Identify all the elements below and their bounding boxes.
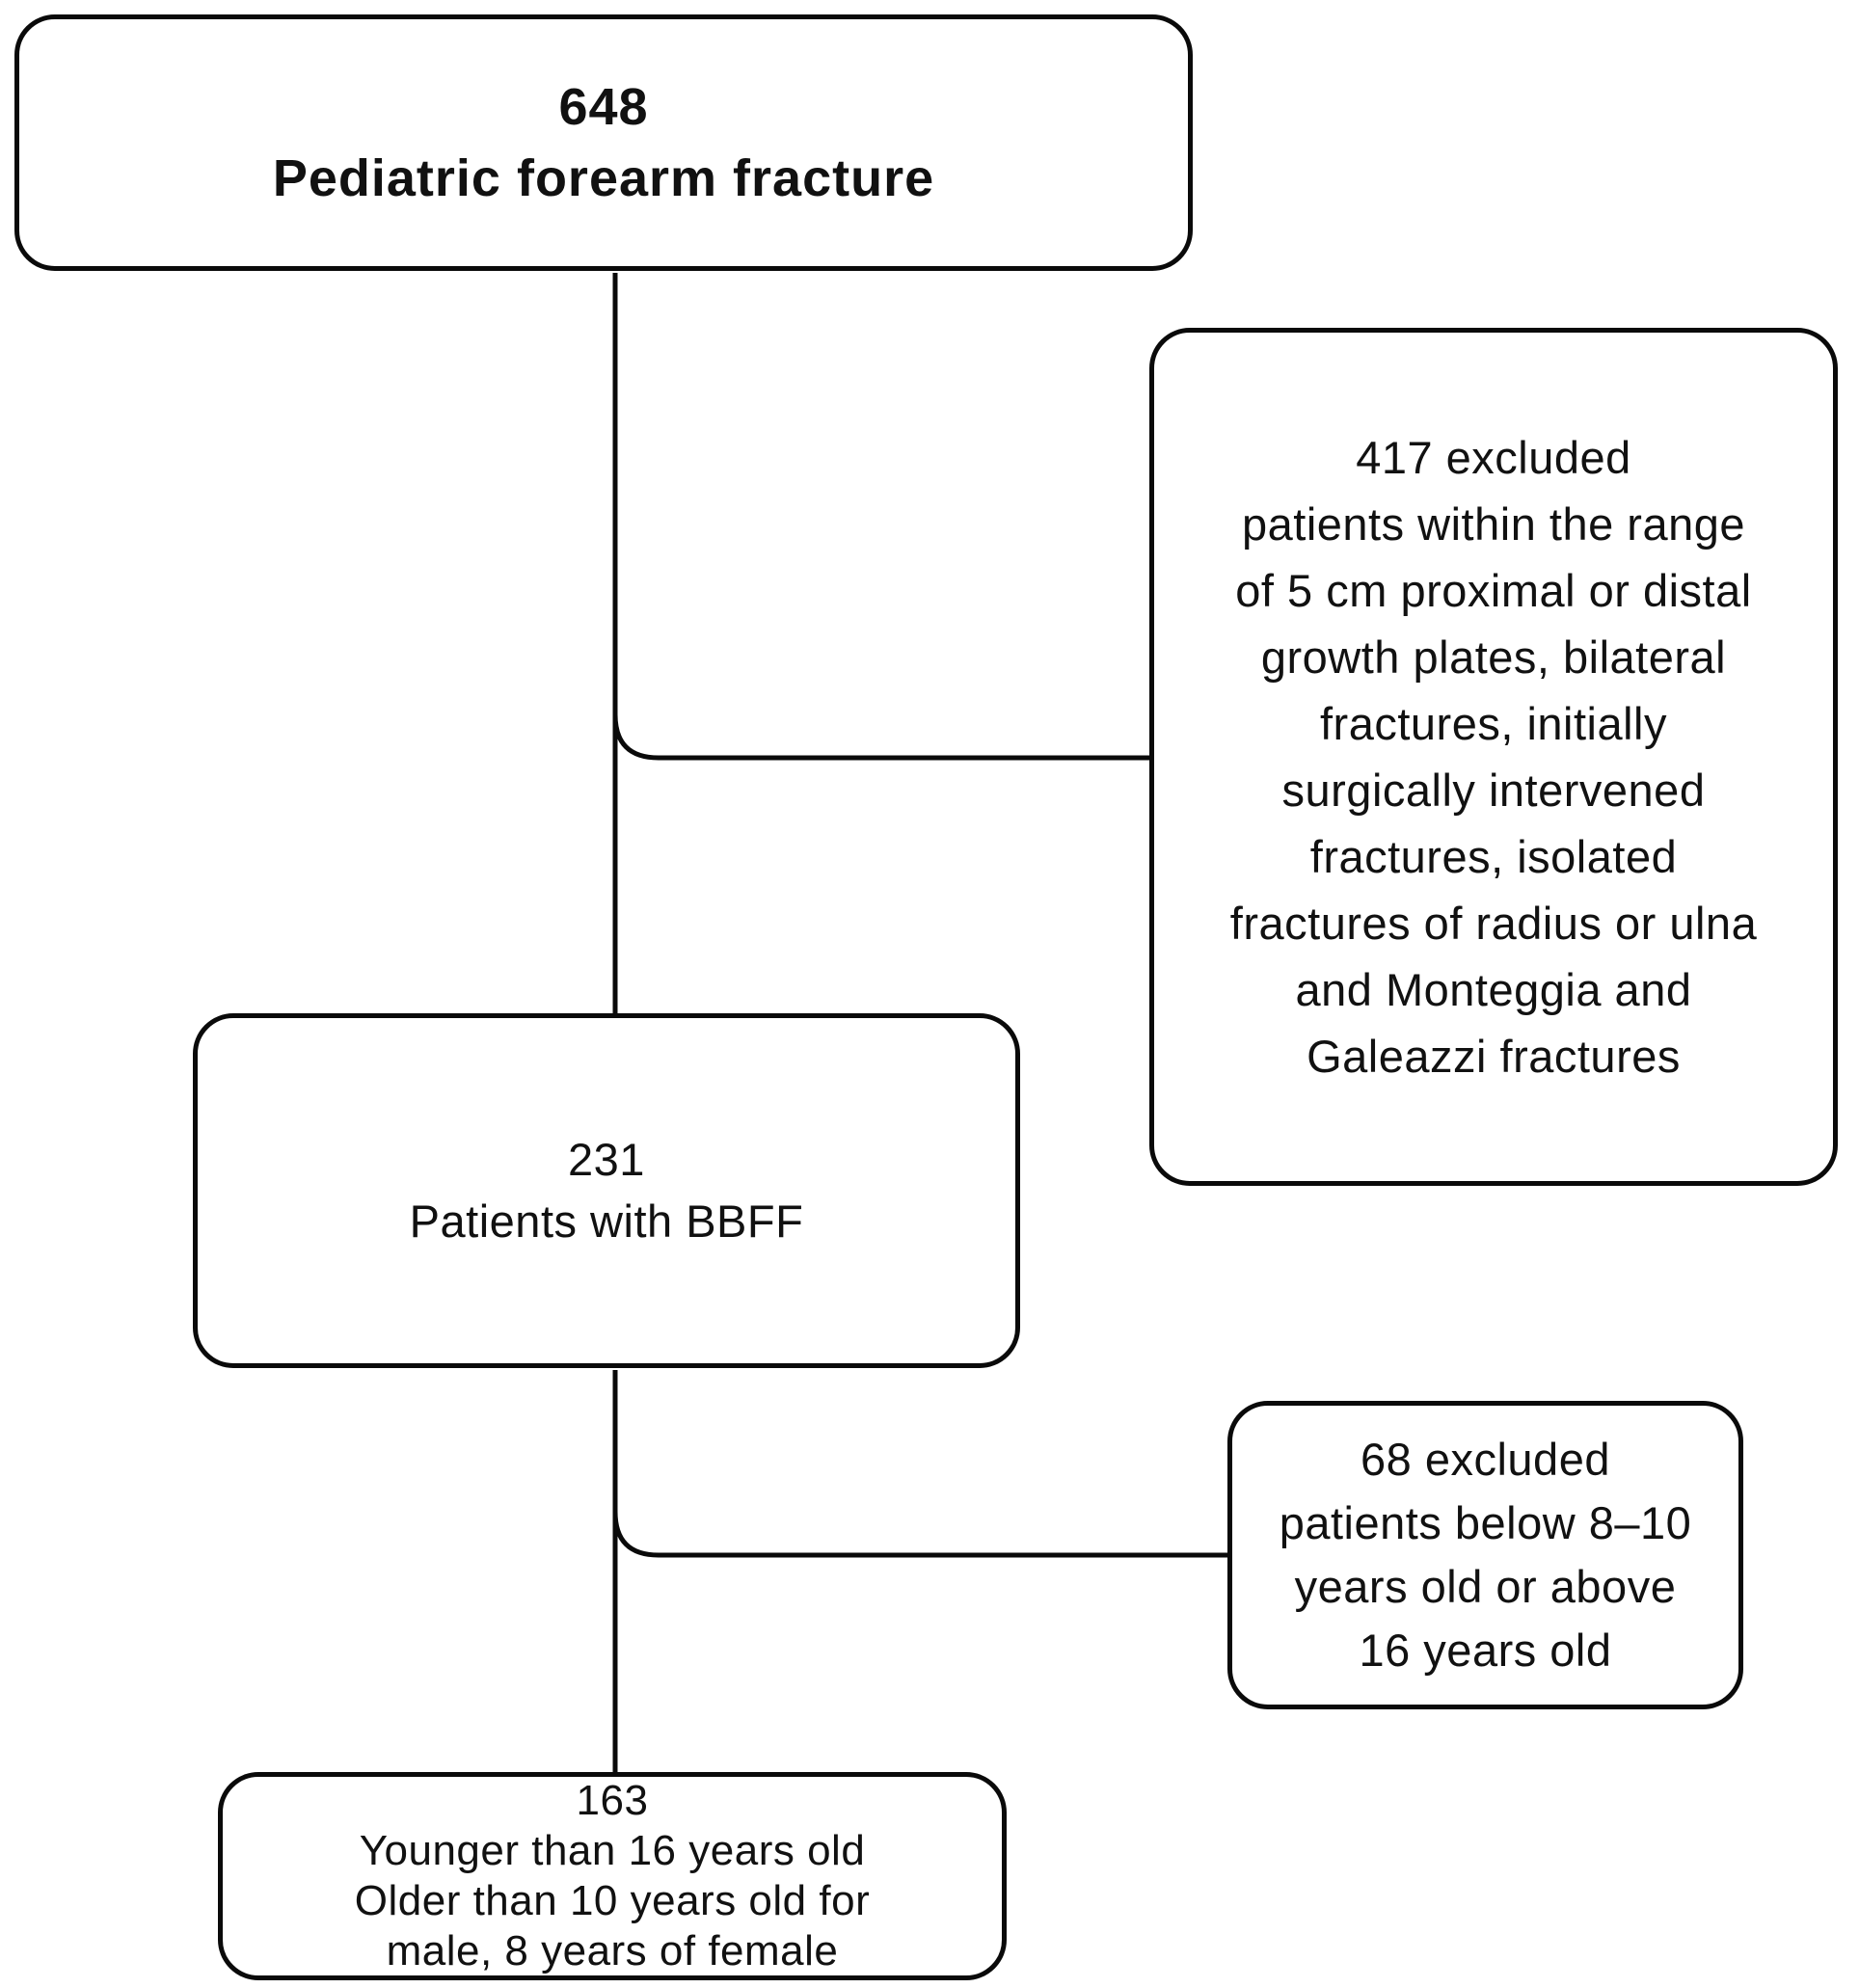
node-text-line: Galeazzi fractures xyxy=(1307,1031,1681,1082)
node-text-line: fractures of radius or ulna xyxy=(1229,898,1758,949)
node-text-line: patients below 8–10 xyxy=(1279,1497,1692,1548)
node-text-line: Older than 10 years old for xyxy=(354,1877,871,1924)
connector-branch-to-68 xyxy=(612,1511,1227,1558)
node-excluded-68: 68 excluded patients below 8–10 years ol… xyxy=(1227,1401,1743,1709)
connector-branch-to-417 xyxy=(612,713,1149,761)
node-text-line: patients within the range xyxy=(1242,498,1745,550)
node-label: Patients with BBFF xyxy=(409,1195,804,1247)
node-text-line: 16 years old xyxy=(1359,1625,1612,1676)
node-count: 68 excluded xyxy=(1361,1434,1610,1485)
node-text-line: fractures, isolated xyxy=(1309,831,1678,882)
node-text-line: surgically intervened xyxy=(1281,765,1706,816)
node-text-line: and Monteggia and xyxy=(1295,964,1692,1015)
node-pediatric-forearm-fracture: 648 Pediatric forearm fracture xyxy=(14,14,1193,271)
node-text-line: years old or above xyxy=(1294,1561,1677,1612)
node-count: 231 xyxy=(568,1134,645,1185)
node-text-line: Younger than 16 years old xyxy=(359,1827,866,1874)
node-excluded-417: 417 excluded patients within the range o… xyxy=(1149,328,1838,1186)
node-count: 417 excluded xyxy=(1356,432,1631,483)
node-final-163: 163 Younger than 16 years old Older than… xyxy=(218,1772,1007,1980)
node-count: 648 xyxy=(558,78,649,136)
node-text-line: of 5 cm proximal or distal xyxy=(1235,565,1752,616)
node-count: 163 xyxy=(576,1777,649,1824)
node-patients-with-bbff: 231 Patients with BBFF xyxy=(193,1013,1020,1368)
node-text-line: fractures, initially xyxy=(1320,698,1667,749)
node-label: Pediatric forearm fracture xyxy=(272,149,935,207)
node-text-line: growth plates, bilateral xyxy=(1260,631,1727,683)
node-text-line: male, 8 years of female xyxy=(386,1927,839,1975)
